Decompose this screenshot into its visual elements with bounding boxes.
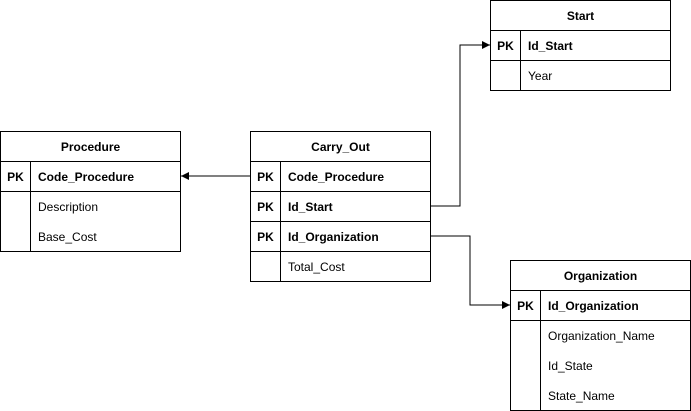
key-label: [511, 321, 541, 351]
entity-title: Carry_Out: [251, 132, 430, 162]
relation-carry-out-to-organization: [430, 235, 510, 309]
relation-carry-out-to-start: [430, 41, 490, 207]
field-name: Code_Procedure: [288, 169, 385, 184]
entity-title: Start: [491, 1, 670, 31]
entity-start[interactable]: Start PK Id_Start Year: [490, 0, 671, 91]
entity-row: PK Id_Organization: [511, 291, 690, 321]
entity-row: PK Id_Organization: [251, 222, 430, 252]
field-name: Total_Cost: [288, 260, 345, 274]
entity-row: Base_Cost: [1, 222, 180, 252]
field-name: Year: [528, 69, 553, 83]
entity-row: Total_Cost: [251, 252, 430, 282]
field-name: State_Name: [548, 389, 615, 403]
field-name: Id_State: [548, 359, 593, 373]
field-name: Id_Organization: [548, 298, 639, 313]
key-label: PK: [491, 31, 521, 60]
entity-row: Description: [1, 192, 180, 222]
entity-row: Organization_Name: [511, 321, 690, 351]
entity-row: PK Code_Procedure: [251, 162, 430, 192]
key-label: [511, 381, 541, 411]
field-name: Base_Cost: [38, 230, 97, 244]
key-label: PK: [511, 291, 541, 320]
key-label: PK: [251, 222, 281, 251]
entity-title: Organization: [511, 261, 690, 291]
entity-row: PK Code_Procedure: [1, 162, 180, 192]
key-label: [251, 252, 281, 282]
field-name: Id_Start: [528, 38, 573, 53]
entity-organization[interactable]: Organization PK Id_Organization Organiza…: [510, 260, 691, 411]
key-label: PK: [251, 162, 281, 191]
key-label: [491, 61, 521, 91]
key-label: [1, 192, 31, 222]
entity-row: PK Id_Start: [251, 192, 430, 222]
entity-procedure[interactable]: Procedure PK Code_Procedure Description …: [0, 131, 181, 252]
entity-row: Year: [491, 61, 670, 91]
key-label: PK: [251, 192, 281, 221]
field-name: Code_Procedure: [38, 169, 135, 184]
key-label: [511, 351, 541, 381]
field-name: Description: [38, 200, 99, 214]
entity-title: Procedure: [1, 132, 180, 162]
field-name: Id_Organization: [288, 229, 379, 244]
key-label: [1, 222, 31, 252]
entity-row: PK Id_Start: [491, 31, 670, 61]
entity-carry-out[interactable]: Carry_Out PK Code_Procedure PK Id_Start …: [250, 131, 431, 282]
field-name: Id_Start: [288, 199, 333, 214]
key-label: PK: [1, 162, 31, 191]
field-name: Organization_Name: [548, 329, 655, 343]
entity-row: State_Name: [511, 381, 690, 411]
entity-row: Id_State: [511, 351, 690, 381]
